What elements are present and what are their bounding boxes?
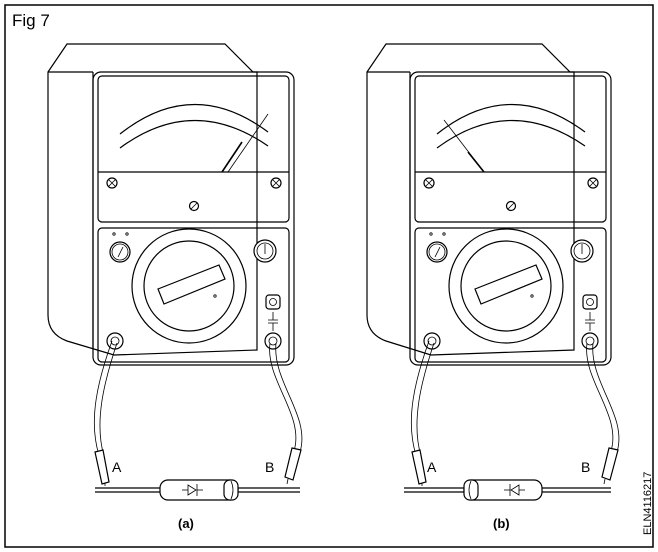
- lead-a-label: A: [112, 459, 122, 475]
- panel-a: A B (a): [47, 43, 303, 531]
- diode-symbol-forward-icon: [182, 484, 203, 496]
- diode-forward: [95, 479, 300, 501]
- meter-screw-icon: [423, 177, 435, 189]
- terminal-positive-icon: [264, 332, 282, 350]
- lead-a-label: A: [427, 459, 437, 475]
- range-selector-dial-icon: [131, 228, 247, 344]
- multimeter-a: [47, 43, 295, 366]
- test-lead-b: [586, 342, 620, 485]
- test-lead-a: [410, 340, 435, 486]
- meter-screw-icon: [270, 177, 282, 189]
- panel-b: A B (b): [366, 43, 620, 531]
- caption-a: (a): [178, 516, 194, 531]
- test-lead-a: [93, 340, 118, 486]
- figure-code: ELN4116217: [642, 472, 654, 535]
- figure-frame: [4, 4, 654, 548]
- terminal-common-icon: [106, 332, 124, 350]
- diode-reverse: [404, 479, 611, 501]
- diode-symbol-reverse-icon: [504, 484, 525, 496]
- zero-adjust-screw-icon: [188, 200, 200, 212]
- lead-b-label: B: [581, 459, 590, 475]
- range-selector-dial-icon: [448, 228, 564, 344]
- adjust-knob-icon: [426, 241, 448, 263]
- test-lead-b: [269, 342, 303, 485]
- meter-screw-icon: [587, 177, 599, 189]
- terminal-common-icon: [423, 332, 441, 350]
- multimeter-b: [366, 43, 612, 366]
- meter-needle: [227, 113, 269, 173]
- terminal-aux-icon: [582, 294, 598, 310]
- zero-adjust-screw-icon: [505, 200, 517, 212]
- terminal-aux-icon: [265, 294, 281, 310]
- caption-b: (b): [493, 516, 510, 531]
- lead-b-label: B: [265, 459, 274, 475]
- figure-title: Fig 7: [12, 11, 50, 30]
- adjust-knob-icon: [109, 241, 131, 263]
- terminal-positive-icon: [581, 332, 599, 350]
- meter-screw-icon: [106, 177, 118, 189]
